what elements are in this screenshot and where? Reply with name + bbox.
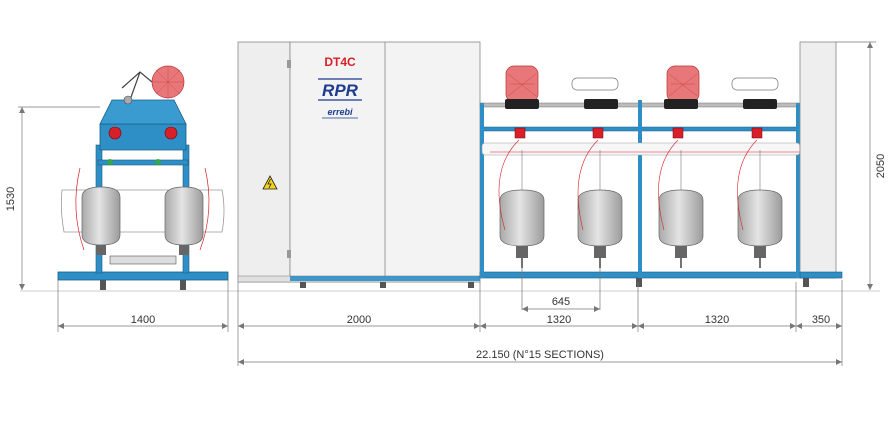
spindle-sections — [479, 65, 803, 287]
drive-drum — [584, 99, 618, 109]
dim-creel-height: 1530 — [5, 187, 17, 211]
drive-drum — [743, 99, 777, 109]
section-post — [796, 103, 800, 278]
creel-drive-box — [109, 255, 177, 265]
creel-foot — [100, 280, 106, 290]
dim-spindle-pitch: 645 — [552, 296, 570, 308]
dim-section-b: 1320 — [705, 314, 729, 326]
dimension-arrows — [19, 42, 873, 365]
creel-foot — [180, 280, 186, 290]
dim-section-a: 1320 — [547, 314, 571, 326]
cabinet-base-strip — [290, 276, 480, 281]
section-post — [480, 103, 484, 278]
high-voltage-warning-icon — [262, 175, 278, 190]
section-post — [638, 100, 642, 278]
creel-feed-arm — [121, 71, 153, 101]
dim-creel-width: 1400 — [131, 314, 155, 326]
spinning-pot — [499, 189, 545, 268]
creel-tension-roller — [108, 126, 122, 140]
creel-unit — [57, 65, 229, 290]
feed-package — [666, 65, 700, 103]
brand-logo: RPR — [322, 81, 359, 100]
yarn-tensioner — [514, 127, 526, 139]
empty-tube — [571, 77, 619, 91]
model-label: DT4C — [324, 55, 356, 69]
spinning-pot — [658, 189, 704, 268]
dim-machine-height: 2050 — [875, 154, 887, 178]
tail-panel — [799, 41, 837, 279]
creel-tension-roller — [164, 126, 178, 140]
creel-base-rail — [57, 271, 229, 281]
dim-total-length: 22.150 (N°15 SECTIONS) — [476, 349, 604, 361]
drive-drum — [664, 99, 698, 109]
dim-head-width: 2000 — [347, 314, 371, 326]
feed-package — [505, 65, 539, 103]
dim-tail-width: 350 — [812, 314, 830, 326]
drive-drum — [505, 99, 539, 109]
empty-tube — [731, 77, 779, 91]
brand-sublogo: errebi — [327, 107, 353, 117]
creel-head-roof — [99, 99, 187, 125]
spinning-pot — [737, 189, 783, 268]
creel-pot — [164, 186, 204, 255]
yarn-tensioner — [672, 127, 684, 139]
creel-cross-beam — [97, 159, 189, 166]
tail-base — [799, 271, 843, 279]
spinning-pot — [577, 189, 623, 268]
yarn-tensioner — [751, 127, 763, 139]
dimension-lines — [18, 41, 876, 366]
yarn-tensioner — [592, 127, 604, 139]
head-cabinet: DT4C RPR errebi — [237, 41, 481, 288]
creel-guard — [60, 189, 225, 233]
cabinet-side-panel — [237, 41, 291, 283]
creel-pot — [81, 186, 121, 255]
